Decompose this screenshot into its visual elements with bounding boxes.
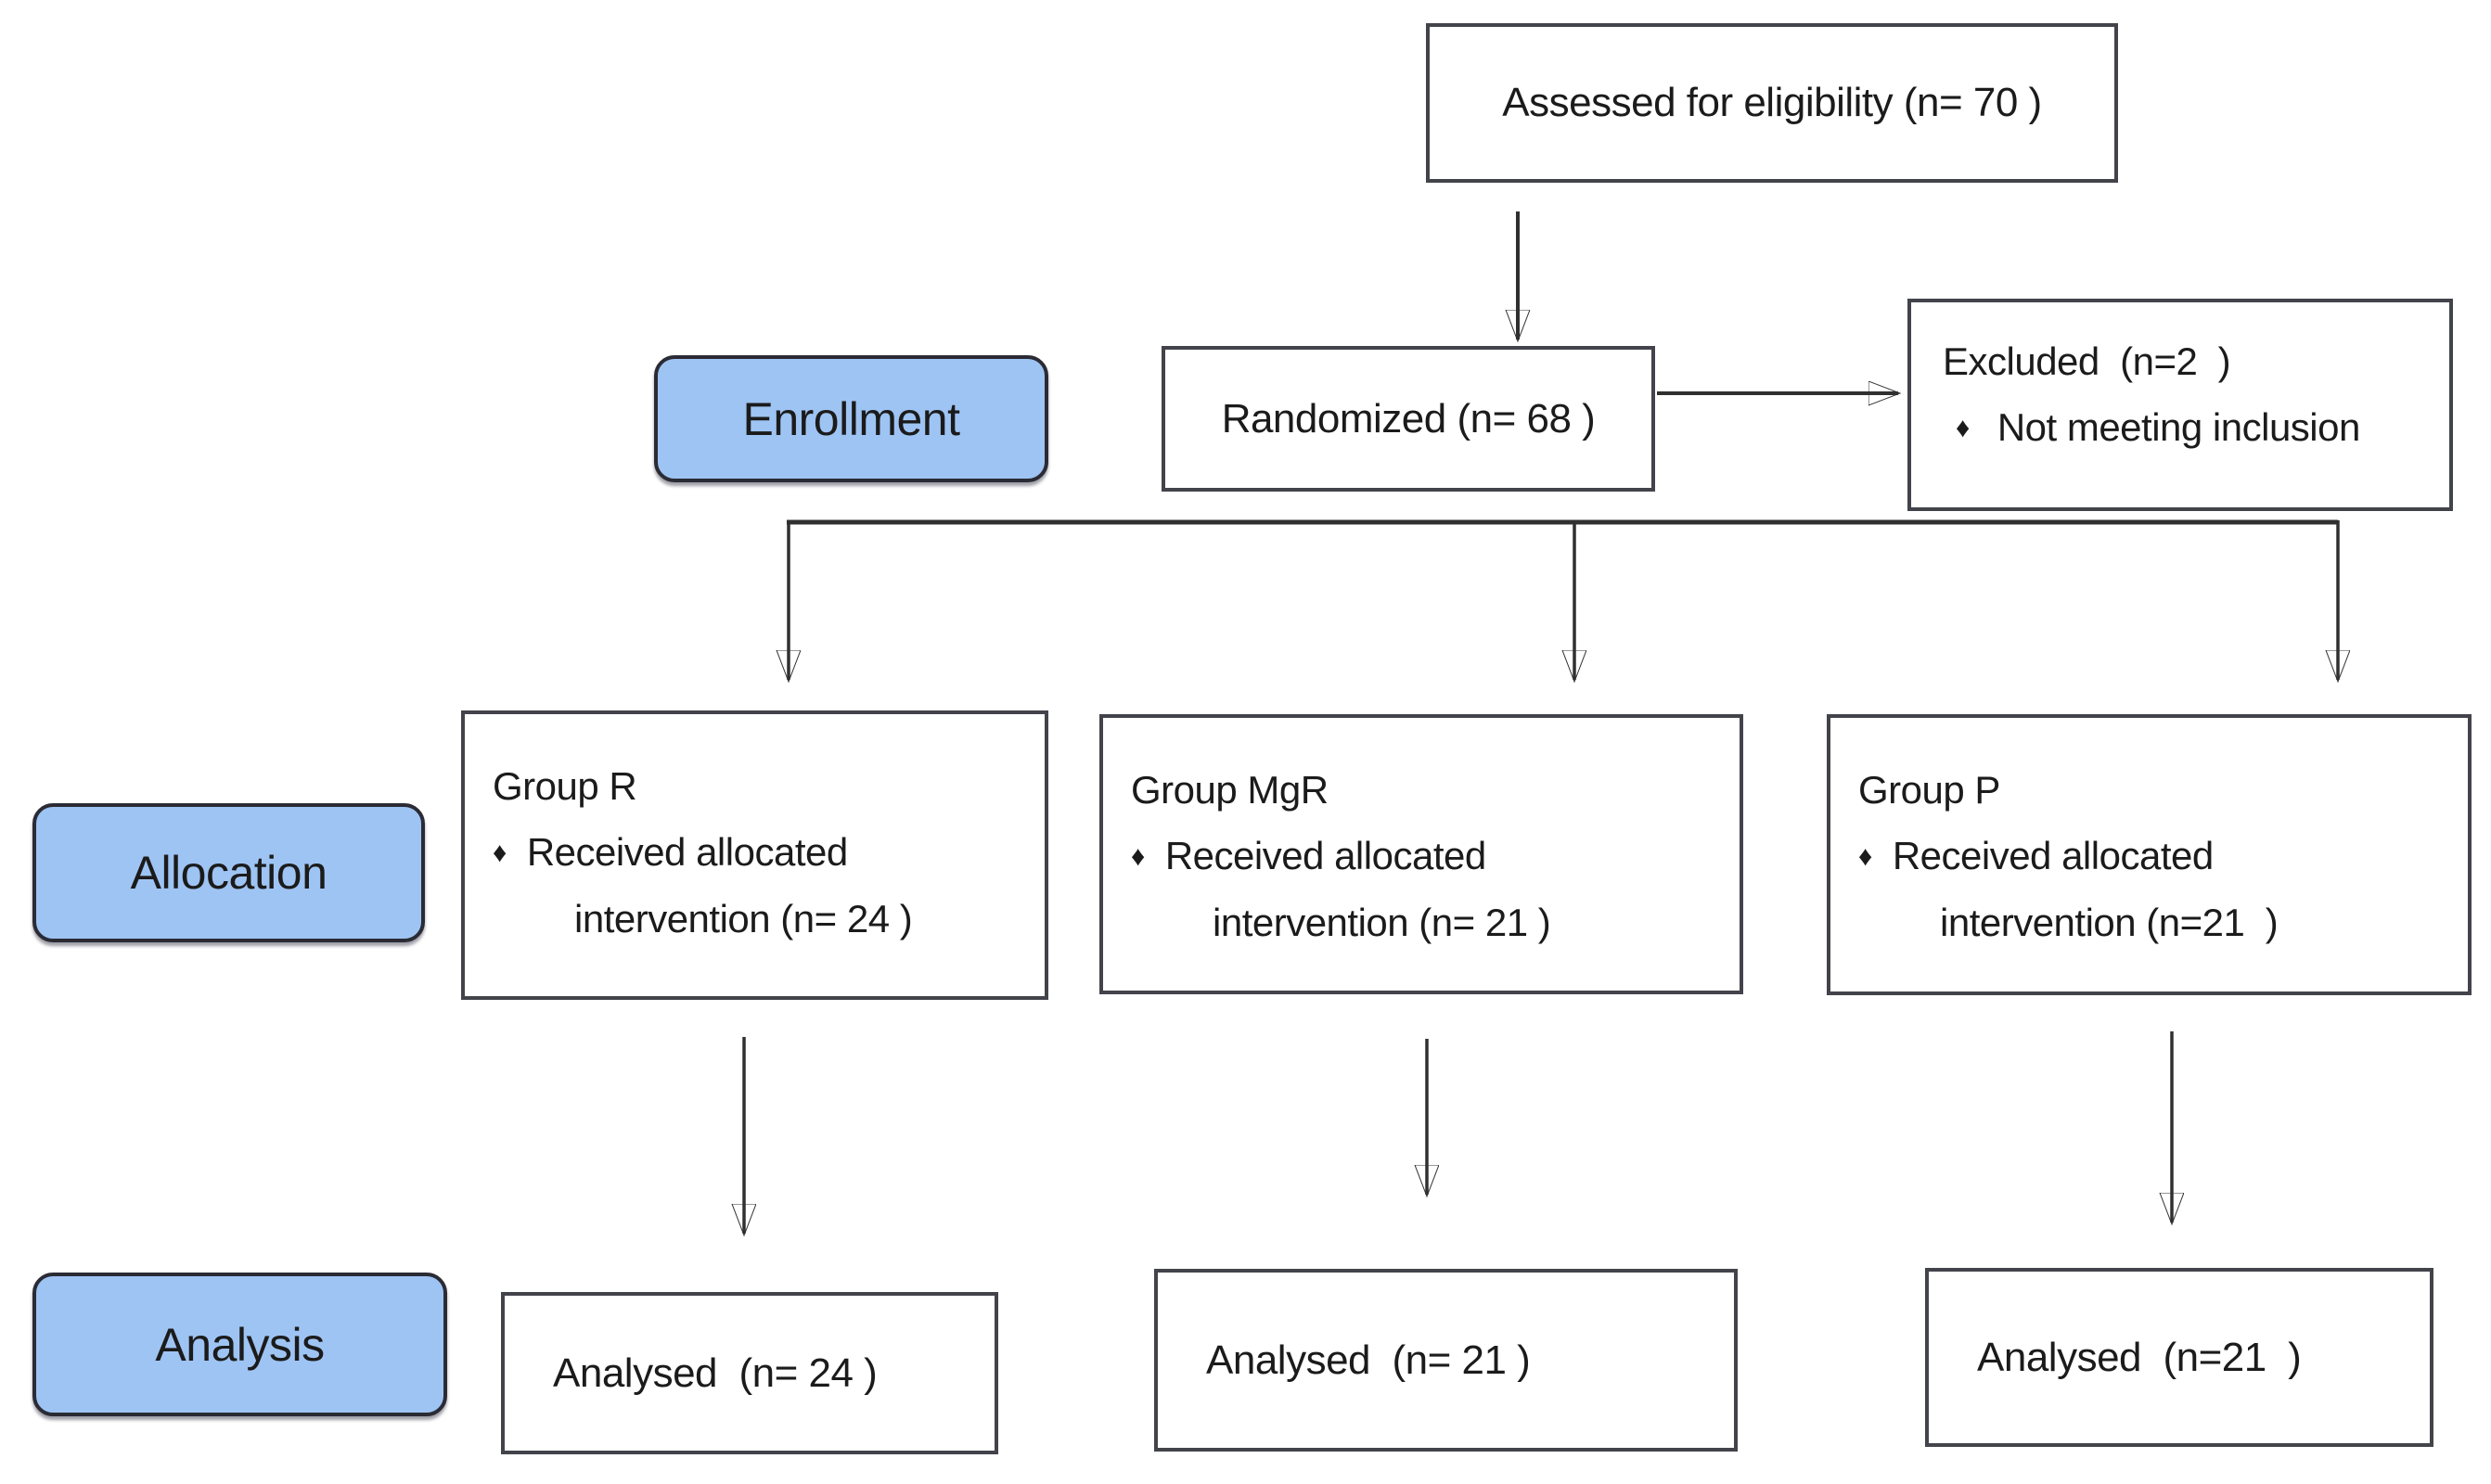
stage-label-analysis: Analysis: [32, 1273, 447, 1416]
diamond-bullet-icon: ♦: [1858, 841, 1872, 873]
group-bullet-text: Received allocated: [1164, 834, 1486, 878]
analysed-box-group-mgr: Analysed (n= 21 ): [1154, 1269, 1738, 1452]
excluded-title: Excluded (n=2 ): [1943, 339, 2231, 383]
analysed-box-group-r: Analysed (n= 24 ): [501, 1292, 998, 1454]
stage-label-enrollment: Enrollment: [654, 355, 1048, 482]
group-title: Group MgR: [1131, 768, 1329, 812]
group-intervention-text: intervention (n=21 ): [1940, 900, 2279, 944]
stage-label-text: Allocation: [130, 847, 327, 899]
randomized-box: Randomized (n= 68 ): [1162, 346, 1655, 492]
stage-label-text: Enrollment: [742, 392, 961, 445]
analysed-text: Analysed (n= 21 ): [1206, 1337, 1531, 1383]
group-title: Group R: [493, 764, 637, 808]
group-title: Group P: [1858, 768, 2000, 812]
allocation-box-group-p: Group P ♦ Received allocated interventio…: [1827, 714, 2472, 995]
analysed-box-group-p: Analysed (n=21 ): [1925, 1268, 2433, 1447]
analysed-text: Analysed (n=21 ): [1977, 1334, 2302, 1380]
excluded-reason: Not meeting inclusion: [1997, 405, 2361, 450]
diamond-bullet-icon: ♦: [1131, 841, 1145, 873]
allocation-box-group-mgr: Group MgR ♦ Received allocated intervent…: [1099, 714, 1743, 994]
assessed-box: Assessed for eligibility (n= 70 ): [1426, 23, 2118, 183]
group-intervention-text: intervention (n= 24 ): [574, 896, 913, 940]
assessed-text: Assessed for eligibility (n= 70 ): [1502, 80, 2042, 125]
analysed-text: Analysed (n= 24 ): [553, 1350, 878, 1396]
stage-label-allocation: Allocation: [32, 803, 425, 942]
diamond-bullet-icon: ♦: [1956, 413, 1970, 444]
excluded-box: Excluded (n=2 ) ♦ Not meeting inclusion: [1907, 299, 2453, 511]
stage-label-text: Analysis: [155, 1318, 325, 1371]
group-bullet-text: Received allocated: [1892, 834, 2214, 878]
diamond-bullet-icon: ♦: [493, 838, 507, 869]
group-bullet-text: Received allocated: [526, 830, 848, 875]
allocation-box-group-r: Group R ♦ Received allocated interventio…: [461, 710, 1048, 1000]
group-intervention-text: intervention (n= 21 ): [1213, 900, 1551, 944]
randomized-text: Randomized (n= 68 ): [1221, 395, 1596, 441]
